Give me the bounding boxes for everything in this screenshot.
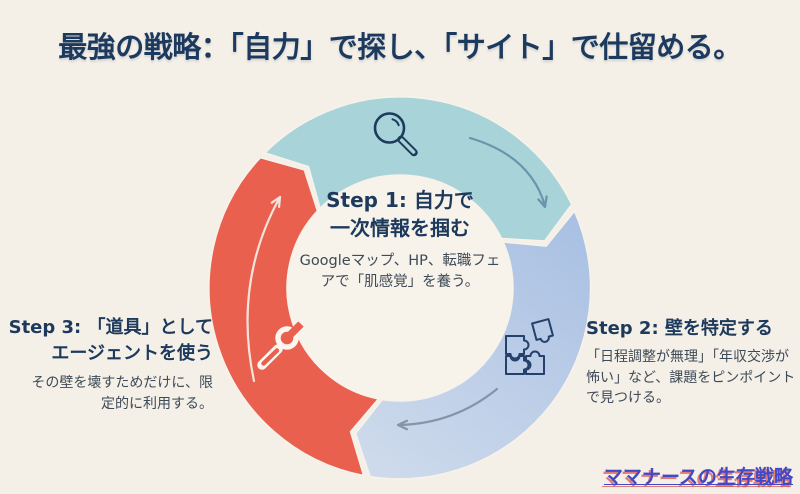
step3-body-line2: 定的に利用する。 [101,396,213,412]
step2-heading-line1: Step 2: 壁を特定する [586,318,773,339]
flow-arrow-step1-to-step2 [468,136,548,209]
brand-watermark-link[interactable]: ママナースの生存戦略 [603,466,793,488]
step2-body-line2: 怖い」など、課題をピンポイント [586,369,796,386]
step2-description: 「日程調整が無理」「年収交渉が 怖い」など、課題をピンポイント で見つける。 [586,347,798,409]
step1-heading: Step 1: 自力で 一次情報を掴む [269,186,531,242]
step3-heading: Step 3: 「道具」として エージェントを使う [0,315,213,367]
step2-body-line3: で見つける。 [586,390,670,406]
flow-arrow-step3-to-step1 [246,195,282,383]
step3-heading-line1: Step 3: 「道具」として [8,317,213,338]
puzzle-icon [505,318,554,375]
magnifier-icon [373,112,418,157]
step2-text-block: Step 2: 壁を特定する 「日程調整が無理」「年収交渉が 怖い」など、課題を… [586,317,798,409]
flow-arrow-step2-to-step3 [396,387,499,431]
step1-body-line2: アで「肌感覚」を養う。 [320,274,480,290]
step1-description: Googleマップ、HP、転職フェ アで「肌感覚」を養う。 [269,251,531,293]
step1-text-block: Step 1: 自力で 一次情報を掴む Googleマップ、HP、転職フェ アで… [269,186,531,293]
step2-heading: Step 2: 壁を特定する [586,317,798,341]
step2-arc-segment [354,210,592,480]
step1-body-line1: Googleマップ、HP、転職フェ [299,253,501,269]
step3-text-block: Step 3: 「道具」として エージェントを使う その壁を壊すためだけに、限 … [0,315,213,415]
step1-heading-line2: 一次情報を掴む [330,216,470,240]
step2-body-line1: 「日程調整が無理」「年収交渉が [586,349,789,365]
step3-body-line1: その壁を壊すためだけに、限 [31,375,213,391]
cycle-center-disk [287,175,513,401]
step3-arc-segment [208,156,380,477]
step1-heading-line1: Step 1: 自力で [326,188,474,212]
step3-heading-line2: エージェントを使う [51,343,213,364]
step3-description: その壁を壊すためだけに、限 定的に利用する。 [0,373,213,415]
step1-arc-segment [264,96,573,242]
page-title: 最強の戦略：「自力」で探し、「サイト」で仕留める。 [58,30,742,64]
wrench-icon [257,321,304,370]
